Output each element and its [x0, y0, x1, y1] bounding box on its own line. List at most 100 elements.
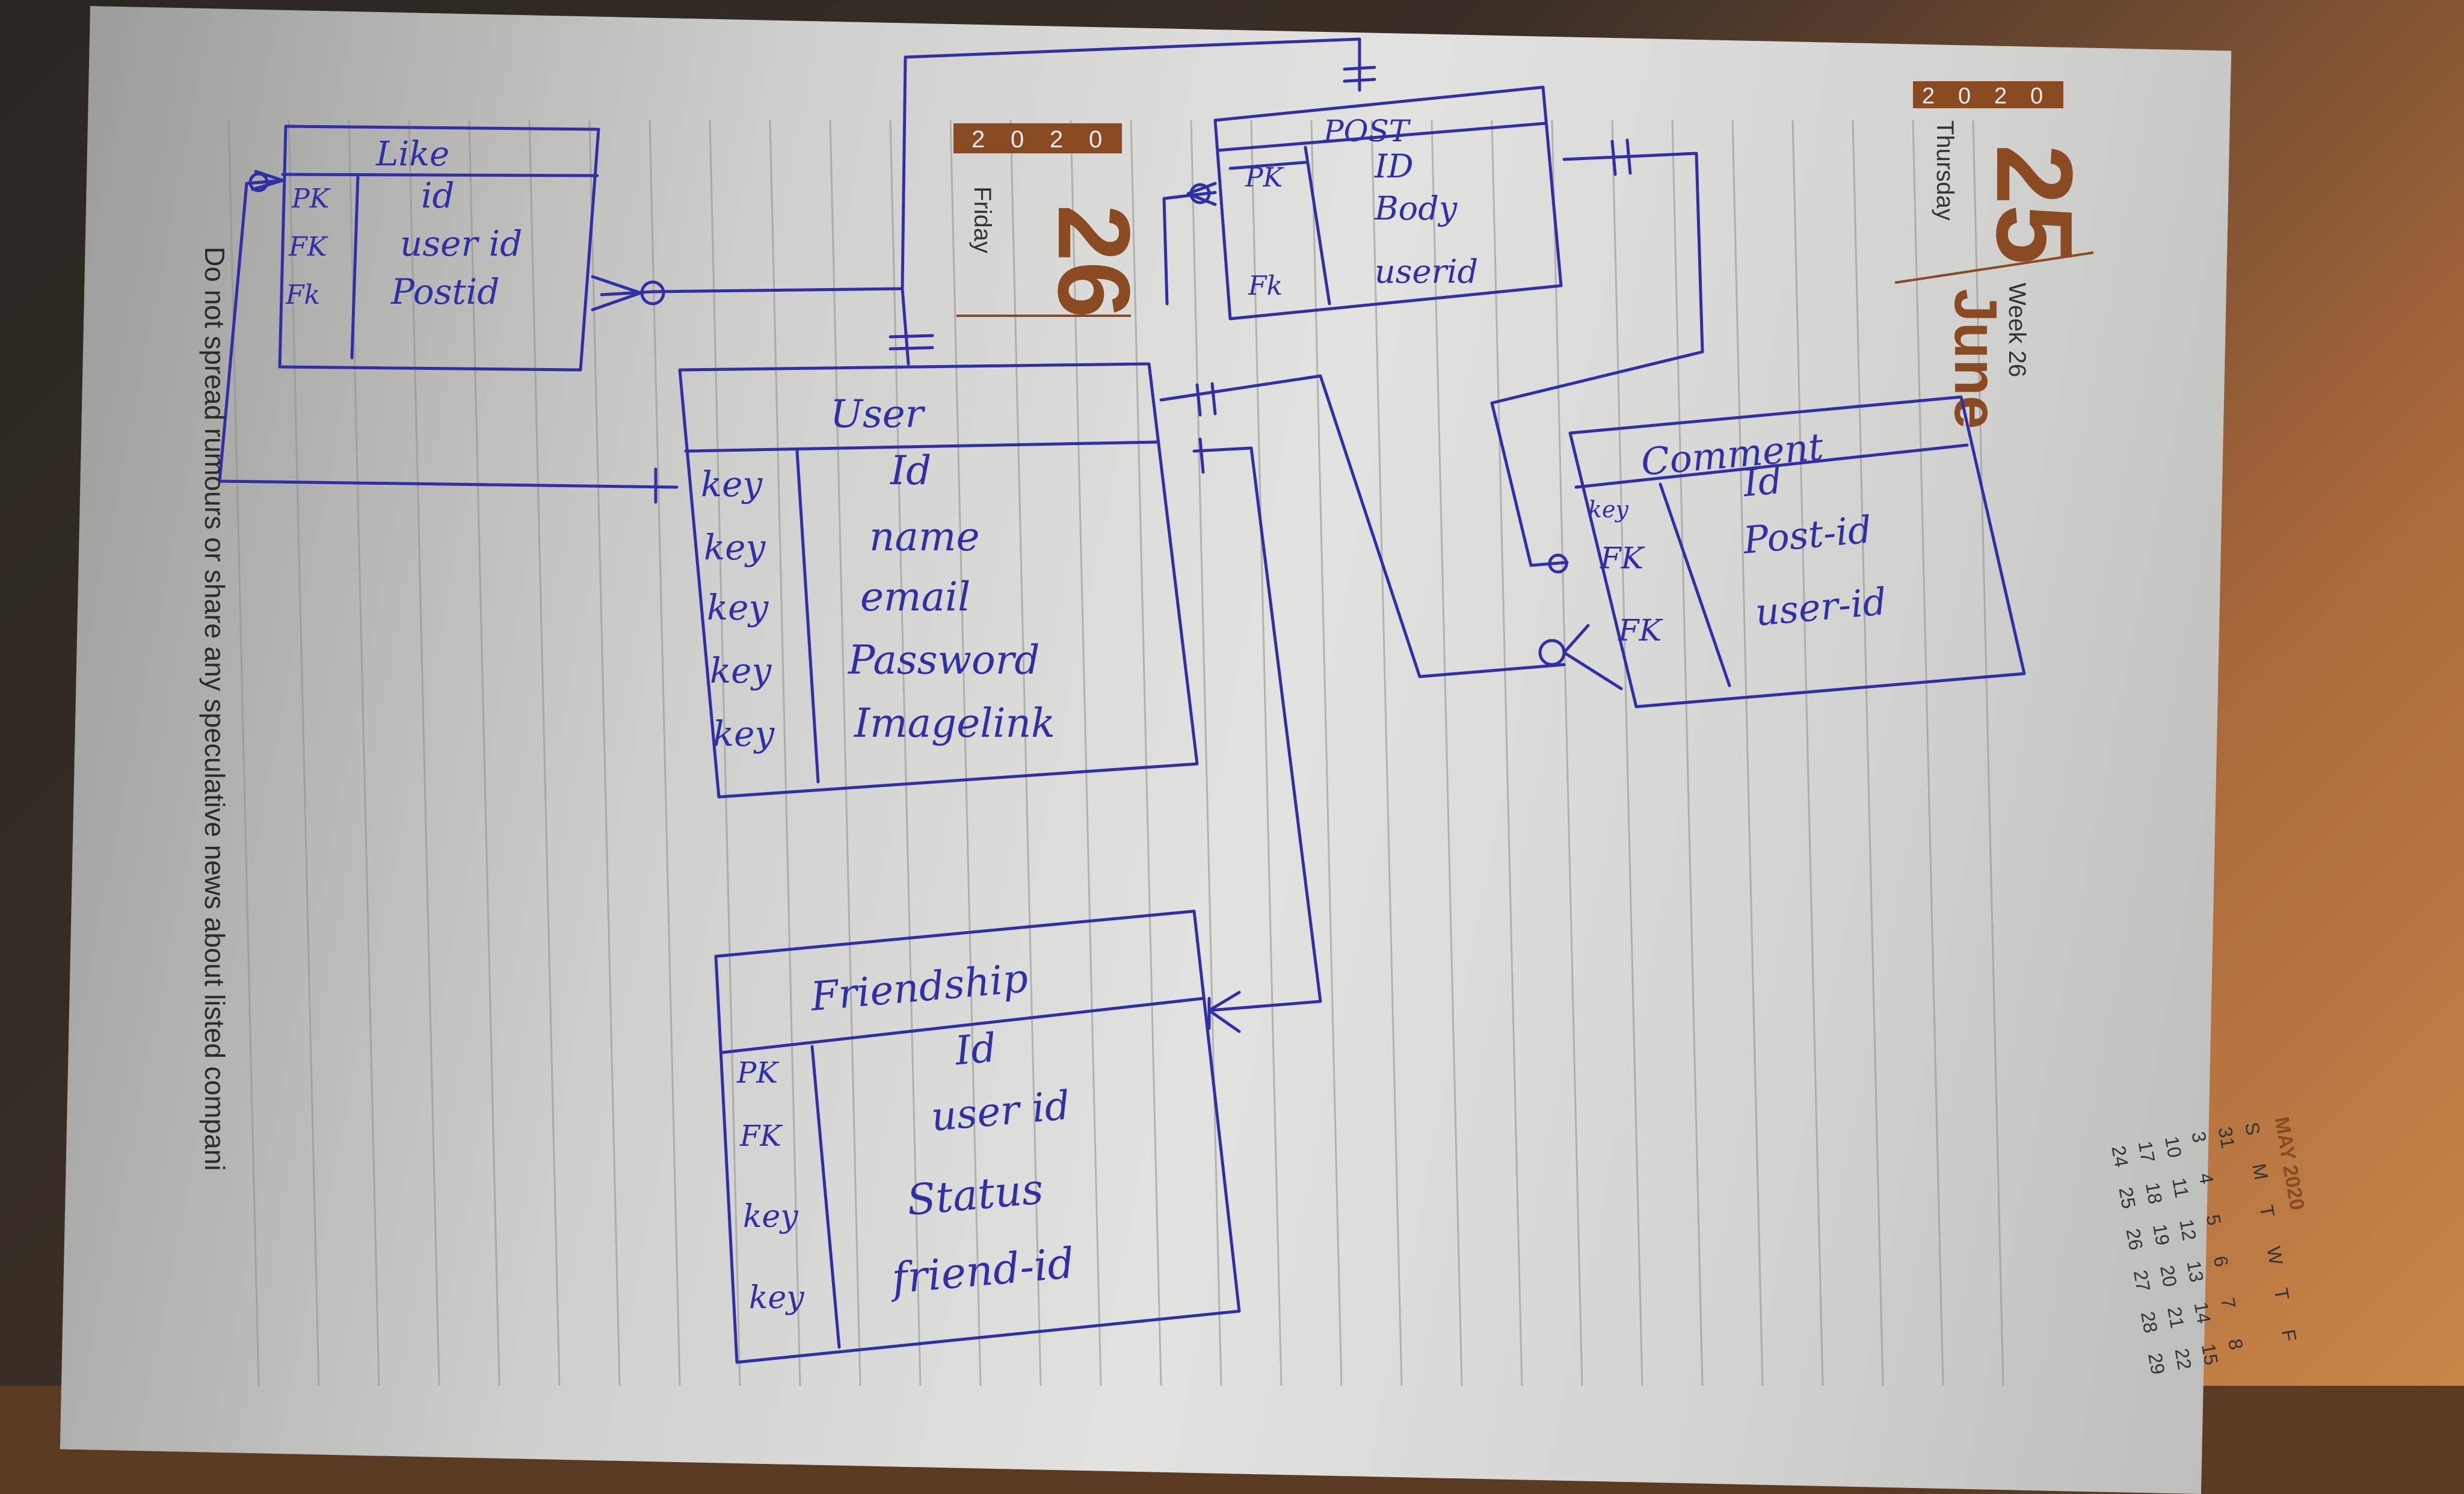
entity-post-text: POST PK ID Body Fk userid: [1245, 114, 1478, 301]
mini-calendar-date: 5: [2202, 1213, 2226, 1227]
mini-calendar-title: MAY 2020: [2270, 1115, 2309, 1212]
mini-calendar-date: 12: [2175, 1217, 2201, 1242]
entity-key: FK: [288, 232, 328, 262]
entity-field: name: [869, 514, 980, 560]
year-digit: 0: [1958, 84, 1971, 109]
entity-box: [678, 362, 1199, 799]
entity-title: Comment: [1639, 425, 1825, 484]
mini-calendar-date: 31: [2214, 1125, 2240, 1150]
mini-calendar-date: 24: [2107, 1144, 2133, 1169]
entity-friendship: [714, 909, 1241, 1364]
year-digit: 0: [2030, 84, 2043, 109]
mini-calendar-date: 13: [2182, 1259, 2208, 1283]
year-digit: 2: [1922, 84, 1935, 109]
entity-field: user id: [929, 1082, 1072, 1140]
entity-field: user-id: [1754, 579, 1888, 635]
entity-field: email: [860, 574, 970, 620]
entity-box: [1213, 85, 1563, 321]
entity-field: Imagelink: [854, 700, 1055, 746]
entity-like: [278, 124, 600, 372]
entity-field: Status: [905, 1164, 1045, 1225]
entity-key: Fk: [1248, 271, 1283, 301]
mini-calendar-date: 8: [2224, 1337, 2247, 1351]
year-digit: 2: [1994, 84, 2007, 109]
week-label: Week 26: [2004, 283, 2030, 377]
entity-key: Fk: [285, 280, 320, 310]
mini-calendar-date: 10: [2161, 1134, 2186, 1159]
entity-field: Id: [1741, 458, 1784, 505]
mini-calendar-day: M: [2248, 1162, 2272, 1182]
mini-calendar-date: 3: [2187, 1130, 2211, 1145]
entity-key: FK: [1600, 541, 1645, 576]
entity-key: key: [710, 650, 772, 691]
mini-calendar-date: 25: [2115, 1185, 2140, 1210]
mini-calendar-date: 7: [2217, 1296, 2240, 1310]
entity-title: User: [830, 392, 926, 437]
entity-title: Like: [375, 135, 449, 174]
entity-box: [278, 124, 600, 372]
entity-key: PK: [291, 183, 331, 214]
weekday-26: Friday: [969, 186, 996, 253]
entity-key: key: [1588, 496, 1629, 523]
mini-calendar-date: 27: [2130, 1268, 2155, 1293]
mini-calendar-date: 28: [2137, 1310, 2162, 1335]
relation-post-comment: [1490, 152, 1704, 567]
entity-field: id: [421, 175, 455, 216]
er-diagram: 2 0 2 0 26 Friday 2 0 2 0 25 Thursday We…: [218, 37, 2309, 1386]
year-digit: 0: [1011, 126, 1024, 153]
mini-calendar-day: S: [2241, 1120, 2264, 1137]
entity-field: userid: [1375, 253, 1478, 290]
entity-key: key: [743, 1199, 798, 1235]
entity-friendship-text: Friendship PK Id FK user id key Status k…: [736, 955, 1076, 1316]
entity-box: [714, 909, 1241, 1364]
mini-calendar-date: 22: [2170, 1347, 2196, 1371]
mini-calendar-date: 21: [2163, 1305, 2188, 1330]
mini-calendar-date: 17: [2134, 1139, 2160, 1164]
entity-field: Id: [953, 1024, 999, 1074]
date-block-26: 2 0 2 0 26 Friday: [953, 123, 1151, 318]
entity-like-text: Like PK id FK user id Fk Postid: [285, 135, 522, 312]
relation-user-friendship: [1192, 446, 1322, 1012]
entity-title: POST: [1323, 114, 1411, 149]
mini-calendar-date: 11: [2168, 1176, 2193, 1199]
entity-user-text: User key Id key name key email key Passw…: [701, 392, 1055, 754]
entity-key: key: [701, 464, 763, 505]
entity-title: Friendship: [808, 955, 1030, 1020]
entity-key: PK: [1245, 162, 1284, 193]
entity-field: friend-id: [887, 1238, 1076, 1304]
entity-field: Password: [848, 637, 1040, 683]
mini-calendar-date: 26: [2122, 1227, 2148, 1252]
day-number-25: 25: [1974, 144, 2095, 265]
entity-key: key: [704, 527, 766, 568]
weekday-25: Thursday: [1932, 120, 1958, 221]
mini-calendar-date: 20: [2156, 1264, 2181, 1288]
mini-calendar-date: 14: [2190, 1300, 2216, 1325]
mini-calendar-day: T: [2270, 1286, 2294, 1302]
year-digit: 2: [972, 126, 985, 153]
entity-user: [678, 362, 1199, 799]
mini-calendar-day: T: [2255, 1204, 2279, 1219]
mini-calendar-date: 15: [2198, 1342, 2223, 1366]
relation-post-user: [1162, 191, 1217, 306]
entity-field: user id: [400, 223, 522, 264]
entity-key: PK: [736, 1056, 780, 1090]
entity-key: FK: [1618, 613, 1663, 648]
mini-calendar-date: 18: [2142, 1181, 2167, 1205]
entity-key: key: [707, 587, 769, 628]
entity-post: [1213, 85, 1563, 321]
entity-box: [1568, 395, 2026, 709]
mini-calendar-day: W: [2262, 1245, 2287, 1267]
year-digit: 2: [1050, 126, 1063, 153]
footer-note: Do not spread rumours or share any specu…: [199, 247, 230, 1171]
mini-calendar-date: 29: [2144, 1351, 2169, 1376]
entity-field: Post-id: [1741, 508, 1873, 562]
month-label: June: [1942, 289, 2009, 429]
day-number-26: 26: [1036, 204, 1151, 318]
relation-like-post: [600, 37, 1361, 297]
relation-like-user: [218, 179, 679, 489]
mini-calendar: MAY 2020 S M T W T F 31 3 4 5 6 7 8 10 1…: [2107, 1115, 2309, 1376]
entity-field: Body: [1374, 189, 1458, 227]
entity-key: FK: [739, 1119, 783, 1153]
entity-comment: [1568, 395, 2026, 709]
entity-field: Postid: [390, 271, 499, 312]
